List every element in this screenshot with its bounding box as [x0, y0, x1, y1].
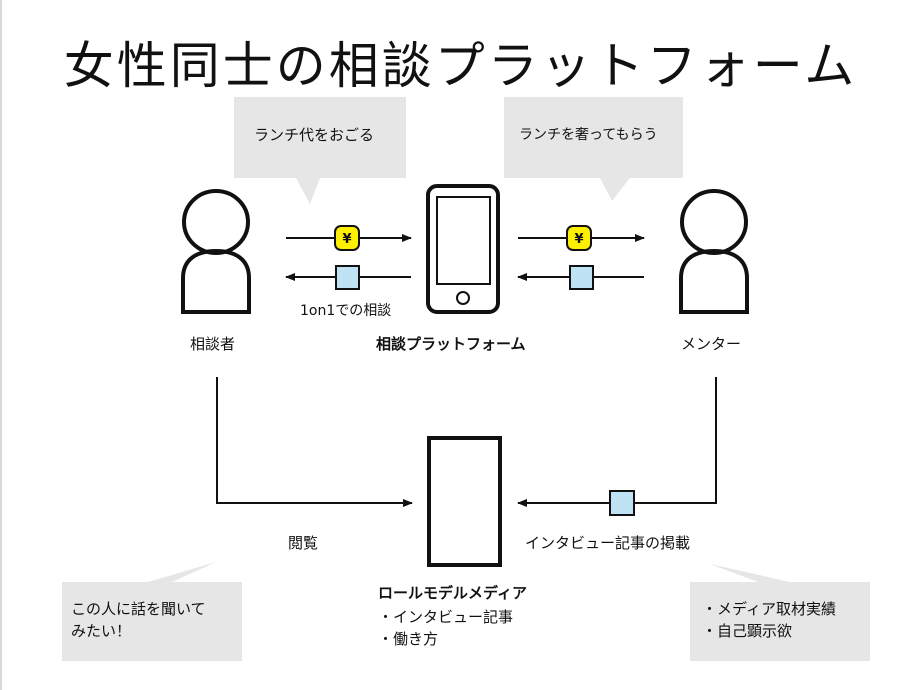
yen-coin-icon: ¥ [334, 225, 360, 251]
consultee-label: 相談者 [190, 335, 236, 353]
bubble-top-right-text: ランチを奢ってもらう [519, 127, 658, 143]
bubble-bottom-right-line-2: ・自己顕示欲 [702, 622, 793, 640]
bubble-bottom-right [690, 564, 870, 661]
media-document-icon [427, 436, 502, 567]
media-item: ・働き方 [378, 630, 439, 648]
content-token-icon [569, 265, 594, 290]
mentor-label: メンター [681, 335, 742, 353]
consultee-person-icon [181, 189, 251, 314]
platform-caption: 1on1での相談 [300, 303, 392, 319]
yen-coin-icon: ¥ [566, 225, 592, 251]
content-token-icon [335, 265, 360, 290]
smartphone-icon [426, 184, 500, 314]
platform-label: 相談プラットフォーム [376, 335, 526, 353]
yen-symbol: ¥ [342, 232, 351, 247]
bubble-top-left [234, 97, 406, 204]
left-edge-rule [0, 0, 2, 690]
bubble-bottom-left-line-2: みたい！ [71, 622, 132, 640]
bubble-bottom-left-line-1: この人に話を聞いて [71, 600, 206, 618]
bubble-bottom-left [62, 562, 242, 661]
bubble-top-right [504, 97, 683, 201]
interview-post-label: インタビュー記事の掲載 [525, 534, 691, 552]
content-token-icon [609, 490, 635, 516]
mentor-person-icon [679, 189, 749, 314]
bubble-top-left-text: ランチ代をおごる [254, 126, 375, 144]
arrow-interview [517, 377, 717, 507]
browse-label: 閲覧 [288, 534, 319, 552]
media-item: ・インタビュー記事 [378, 608, 514, 626]
arrow-browse [216, 377, 413, 507]
diagram-title: 女性同士の相談プラットフォーム [63, 37, 858, 95]
yen-symbol: ¥ [574, 232, 583, 247]
bubble-bottom-right-line-1: ・メディア取材実績 [702, 600, 836, 618]
media-label: ロールモデルメディア [378, 584, 527, 602]
